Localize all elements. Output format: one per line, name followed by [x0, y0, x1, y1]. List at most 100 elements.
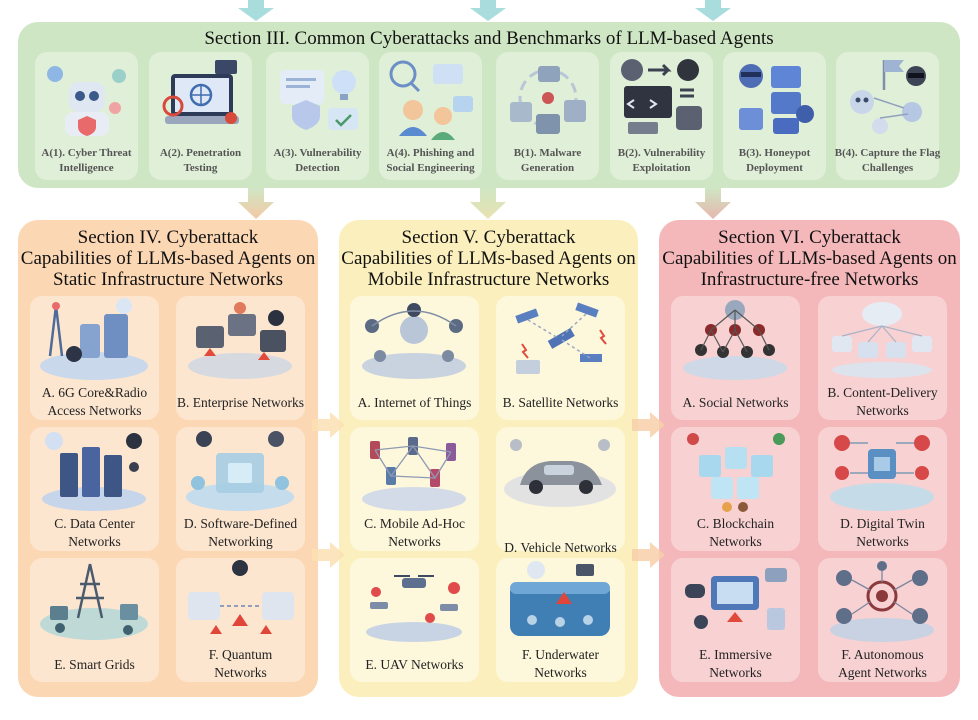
power-tower-icon [40, 563, 148, 640]
section-6-title-line2: Capabilities of LLMs-based Agents on [662, 248, 957, 269]
top-arrow-right [695, 0, 731, 21]
section-4-title-line3: Static Infrastructure Networks [52, 269, 284, 290]
section-4-panel: Section IV. Cyberattack Capabilities of … [18, 220, 318, 697]
satellite-icon [515, 302, 607, 374]
robot-shield-icon [47, 66, 126, 136]
card-label-line2: Social Engineering [386, 162, 475, 174]
datacenter-rack-icon [42, 432, 146, 511]
card-label-line2: Networks [709, 665, 762, 680]
section-5-panel: Section V. Cyberattack Capabilities of L… [339, 220, 638, 697]
social-graph-icon [683, 300, 787, 380]
card-label-line1: C. Data Center [54, 516, 135, 531]
section-3-panel: Section III. Common Cyberattacks and Ben… [18, 22, 960, 188]
down-arrow-to-section-5 [470, 188, 506, 219]
card-label-line1: A. Internet of Things [357, 395, 472, 410]
card-label-line2: Networks [856, 534, 909, 549]
digital-twin-icon [830, 435, 934, 511]
card-label-line1: F. Autonomous [841, 647, 924, 662]
card-social-networks[interactable]: A. Social Networks [671, 296, 800, 420]
car-icon [504, 439, 616, 507]
card-label-line1: B(2). Vulnerability [617, 147, 706, 159]
card-label-line1: B(1). Malware [513, 147, 582, 159]
card-label-line1: B(4). Capture the Flag [834, 147, 941, 159]
card-label-line1: A(1). Cyber Threat [41, 147, 132, 159]
card-label-line2: Challenges [861, 162, 914, 174]
card-label-line2: Generation [520, 162, 575, 174]
card-vehicle-networks[interactable]: D. Vehicle Networks [496, 427, 625, 555]
card-label-line1: B(3). Honeypot [738, 147, 811, 159]
card-label-line1: C. Mobile Ad-Hoc [364, 516, 465, 531]
card-label-line2: Intelligence [59, 162, 114, 174]
iot-cloud-icon [362, 303, 466, 379]
card-label-line2: Networks [68, 534, 121, 549]
card-uav-networks[interactable]: E. UAV Networks [350, 558, 479, 682]
card-label-line2: Exploitation [632, 162, 691, 174]
section-6-title: Section VI. Cyberattack Capabilities of … [659, 227, 960, 290]
enterprise-hacker-icon [188, 302, 292, 379]
card-label-line1: D. Vehicle Networks [504, 540, 617, 555]
card-label-line2: Networks [388, 534, 441, 549]
down-arrow-to-section-4 [238, 188, 274, 219]
top-arrow-center [470, 0, 506, 21]
card-satellite-networks[interactable]: B. Satellite Networks [496, 296, 625, 420]
card-internet-of-things[interactable]: A. Internet of Things [350, 296, 479, 420]
honeypot-server-icon [739, 64, 814, 134]
exploit-code-icon [621, 59, 702, 134]
underwater-icon [510, 561, 610, 636]
vr-headset-icon [685, 568, 787, 630]
card-label-line1: F. Underwater [522, 647, 599, 662]
section-5-title: Section V. Cyberattack Capabilities of L… [339, 227, 638, 290]
section-6-panel: Section VI. Cyberattack Capabilities of … [659, 220, 960, 697]
laptop-magnifier-icon [162, 60, 239, 124]
section-4-title: Section IV. Cyberattack Capabilities of … [18, 227, 318, 290]
card-label-line2: Agent Networks [838, 665, 927, 680]
sdn-cube-icon [186, 431, 294, 511]
drone-icon [366, 575, 462, 642]
agent-network-icon [830, 561, 934, 642]
right-arrow-4-to-5-top [312, 412, 345, 438]
card-label-line2: Networks [534, 665, 587, 680]
card-label-line2: Networks [214, 665, 267, 680]
card-label-line1: A(4). Phishing and [386, 147, 475, 159]
card-label-line1: F. Quantum [208, 647, 273, 662]
card-enterprise-networks[interactable]: B. Enterprise Networks [176, 296, 305, 420]
section-5-title-line3: Mobile Infrastructure Networks [367, 269, 610, 290]
card-label-line1: A(3). Vulnerability [273, 147, 362, 159]
card-label-line2: Networks [709, 534, 762, 549]
card-label-line2: Access Networks [47, 403, 142, 418]
card-label-line2: Deployment [746, 162, 803, 174]
card-label-line1: A. 6G Core&Radio [41, 385, 148, 400]
people-phishing-icon [389, 60, 473, 140]
card-label-line1: E. UAV Networks [365, 657, 464, 672]
card-label-line2: Networking [208, 534, 273, 549]
card-label-line1: D. Software-Defined [183, 516, 298, 531]
malware-cycle-icon [510, 66, 586, 134]
card-label-line1: E. Immersive [699, 647, 772, 662]
quantum-hacker-icon [188, 560, 294, 634]
card-label-line1: B. Enterprise Networks [176, 395, 305, 410]
blockchain-cube-icon [687, 433, 785, 512]
card-label-line1: C. Blockchain [696, 516, 775, 531]
card-label-line1: B. Satellite Networks [502, 395, 619, 410]
card-smart-grids[interactable]: E. Smart Grids [30, 558, 159, 682]
cdn-cloud-icon [832, 302, 932, 378]
